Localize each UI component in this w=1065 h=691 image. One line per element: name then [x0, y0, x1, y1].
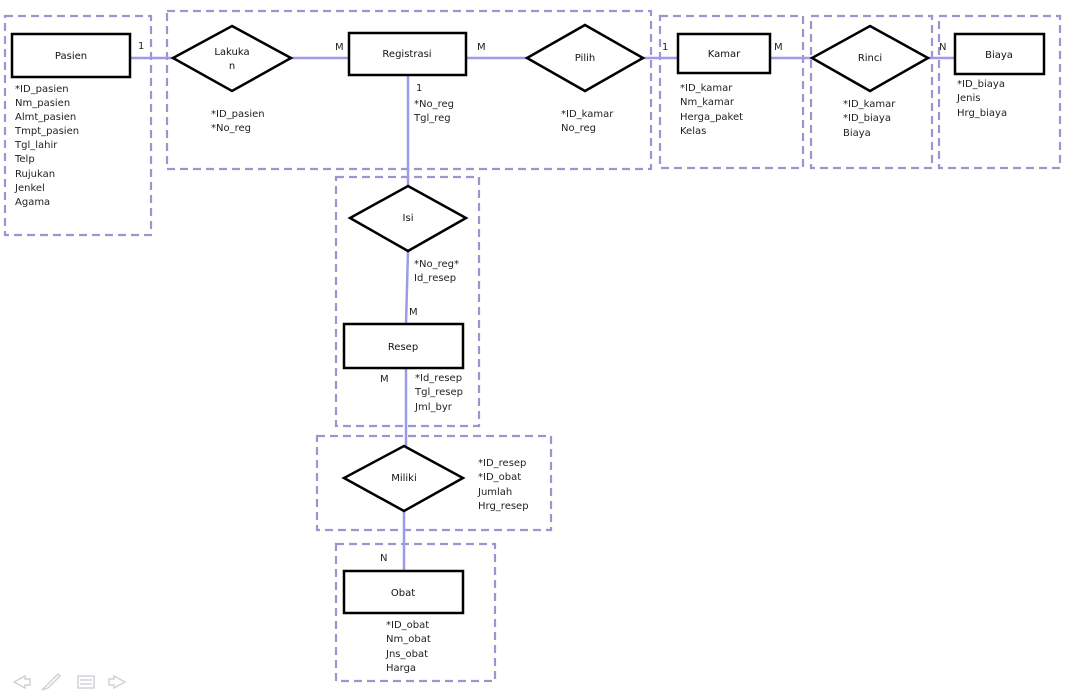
attr-item: *ID_biaya: [957, 79, 1005, 90]
attr-item: *Id_resep: [415, 373, 462, 384]
cardinality-miliki-obat: N: [380, 553, 387, 564]
entity-registrasi[interactable]: Registrasi: [347, 31, 468, 77]
attr-item: *ID_biaya: [843, 113, 891, 124]
attrs-registrasi: *No_reg Tgl_reg: [413, 99, 454, 124]
entity-obat-label: Obat: [391, 588, 415, 599]
attrs-pasien: *ID_pasien Nm_pasien Almt_pasien Tmpt_pa…: [14, 84, 79, 208]
attr-item: Tgl_resep: [414, 387, 463, 398]
cardinality-registrasi-pilih: M: [477, 42, 486, 53]
attr-item: Jns_obat: [385, 649, 428, 660]
group-biaya: [937, 14, 1062, 170]
relationship-lakukan[interactable]: Lakuka n: [170, 24, 294, 93]
entity-resep[interactable]: Resep: [342, 322, 465, 370]
attr-item: No_reg: [561, 123, 596, 134]
attr-item: Id_resep: [414, 273, 456, 284]
cardinality-resep-miliki: M: [380, 374, 389, 385]
group-obat: [334, 542, 497, 683]
group-pasien: [3, 14, 153, 237]
relationship-rinci-label: Rinci: [858, 53, 882, 64]
entity-registrasi-label: Registrasi: [382, 49, 431, 60]
attr-item: Jumlah: [477, 487, 512, 498]
attrs-obat: *ID_obat Nm_obat Jns_obat Harga: [385, 620, 431, 674]
relationship-miliki-label: Miliki: [391, 473, 417, 484]
attr-item: Tgl_lahir: [14, 140, 58, 151]
attrs-miliki: *ID_resep *ID_obat Jumlah Hrg_resep: [477, 458, 529, 512]
entity-biaya-label: Biaya: [985, 50, 1013, 61]
attrs-biaya: *ID_biaya Jenis Hrg_biaya: [956, 79, 1007, 119]
entity-resep-label: Resep: [388, 342, 418, 353]
group-rinci: [809, 14, 934, 170]
attr-item: Jenis: [956, 93, 980, 104]
attr-item: Hrg_biaya: [957, 108, 1007, 119]
relationship-isi[interactable]: Isi: [347, 184, 469, 253]
cardinality-rinci-biaya: N: [939, 42, 946, 53]
attrs-kamar: *ID_kamar Nm_kamar Herga_paket Kelas: [680, 83, 743, 137]
group-kamar: [658, 14, 805, 170]
cardinality-pasien-lakukan: 1: [138, 41, 144, 52]
entity-obat[interactable]: Obat: [342, 569, 465, 615]
attrs-isi: *No_reg* Id_resep: [414, 259, 459, 284]
attr-item: Rujukan: [15, 169, 55, 180]
entity-kamar-label: Kamar: [708, 49, 741, 60]
attr-item: *No_reg: [211, 123, 251, 134]
attr-item: Nm_obat: [386, 634, 431, 645]
back-arrow-icon[interactable]: [12, 674, 31, 690]
attr-item: Tgl_reg: [413, 113, 451, 124]
line-isi-resep: [404, 250, 410, 325]
attr-item: *ID_resep: [478, 458, 526, 469]
cardinality-isi-resep: M: [409, 307, 418, 318]
attr-item: Hrg_resep: [478, 501, 529, 512]
attrs-lakukan: *ID_pasien *No_reg: [211, 109, 265, 134]
attr-item: *ID_kamar: [561, 109, 614, 120]
cardinality-lakukan-registrasi: M: [335, 42, 344, 53]
relationship-pilih[interactable]: Pilih: [524, 23, 646, 93]
relationship-isi-label: Isi: [403, 213, 414, 224]
attr-item: *ID_pasien: [15, 84, 69, 95]
attr-item: *No_reg: [414, 99, 454, 110]
cardinality-registrasi-isi: 1: [416, 83, 422, 94]
attr-item: Kelas: [680, 126, 706, 137]
attr-item: Almt_pasien: [15, 112, 76, 123]
relationship-pilih-label: Pilih: [575, 53, 595, 64]
relationship-lakukan-label-2: n: [229, 61, 235, 72]
attrs-pilih: *ID_kamar No_reg: [561, 109, 614, 134]
relationship-miliki[interactable]: Miliki: [341, 444, 466, 513]
relationship-lakukan-label-1: Lakuka: [214, 47, 249, 58]
attr-item: *ID_obat: [386, 620, 429, 631]
attrs-resep: *Id_resep Tgl_resep Jml_byr: [414, 373, 463, 413]
attrs-rinci: *ID_kamar *ID_biaya Biaya: [843, 99, 896, 139]
attr-item: Telp: [14, 154, 35, 165]
cardinality-pilih-kamar: 1: [662, 42, 668, 53]
attr-item: Jenkel: [14, 183, 45, 194]
attr-item: Biaya: [843, 128, 871, 139]
entity-pasien-label: Pasien: [55, 51, 87, 62]
attr-item: Harga: [386, 663, 416, 674]
entity-biaya[interactable]: Biaya: [953, 32, 1046, 76]
group-miliki: [315, 434, 553, 532]
attr-item: *ID_obat: [478, 472, 521, 483]
menu-icon[interactable]: [77, 675, 95, 689]
pen-icon[interactable]: [41, 673, 61, 691]
attr-item: *ID_kamar: [843, 99, 896, 110]
forward-arrow-icon[interactable]: [108, 674, 127, 690]
attr-item: *ID_kamar: [680, 83, 733, 94]
attr-item: Herga_paket: [680, 112, 743, 123]
attr-item: *No_reg*: [414, 259, 459, 270]
attr-item: Nm_pasien: [15, 98, 70, 109]
relationship-rinci[interactable]: Rinci: [809, 24, 931, 93]
attr-item: Jml_byr: [414, 402, 453, 413]
cardinality-kamar-rinci: M: [774, 42, 783, 53]
attr-item: Tmpt_pasien: [14, 126, 79, 137]
attr-item: Nm_kamar: [680, 97, 735, 108]
entity-pasien[interactable]: Pasien: [10, 32, 132, 79]
entity-kamar[interactable]: Kamar: [676, 32, 772, 75]
attr-item: *ID_pasien: [211, 109, 265, 120]
attr-item: Agama: [15, 197, 50, 208]
